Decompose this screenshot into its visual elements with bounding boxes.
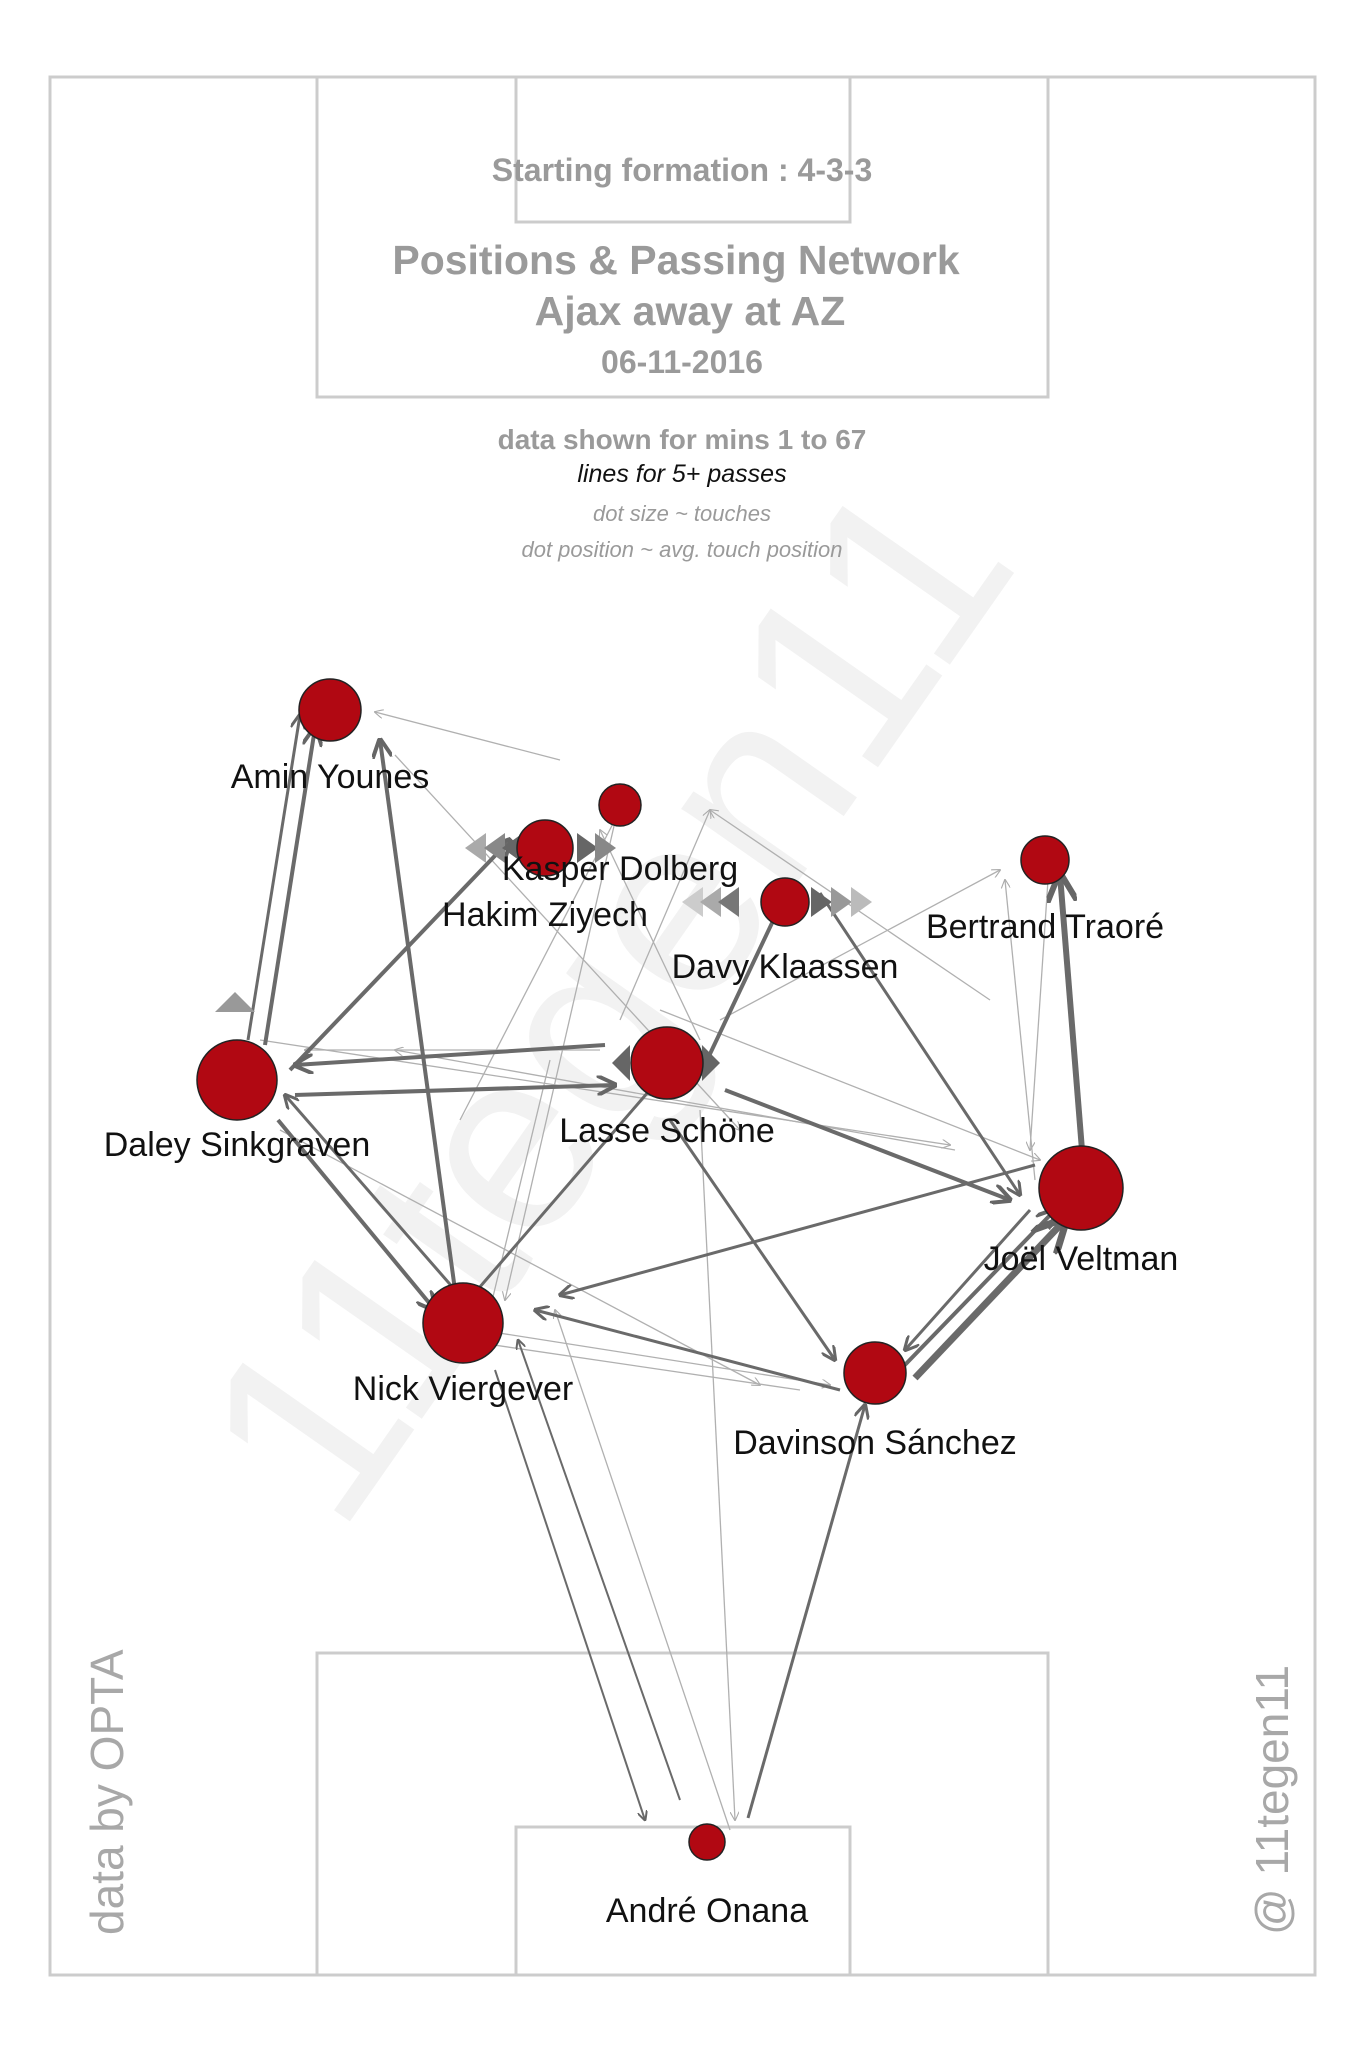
label-sanchez: Davinson Sánchez — [733, 1424, 1017, 1462]
watermark: 11tegen11 — [147, 428, 1068, 1570]
player-nodes — [196, 678, 1124, 1861]
label-sinkgraven: Daley Sinkgraven — [104, 1126, 370, 1164]
node-ziyech — [516, 819, 574, 877]
match-title: Ajax away at AZ — [534, 288, 846, 334]
dot-position-note: dot position ~ avg. touch position — [521, 537, 843, 562]
pitch-lines — [48, 75, 1317, 1977]
node-dolberg — [598, 783, 642, 827]
bottom-goal-box — [514, 1825, 852, 1977]
formation-text: Starting formation : 4-3-3 — [491, 152, 873, 188]
label-onana: André Onana — [606, 1892, 808, 1930]
node-viergever — [422, 1282, 504, 1364]
label-viergever: Nick Viergever — [353, 1370, 573, 1408]
node-schone — [630, 1026, 704, 1100]
node-sanchez — [843, 1341, 907, 1405]
label-traore: Bertrand Traoré — [926, 908, 1164, 946]
credit-author: @ 11tegen11 — [1246, 1664, 1298, 1935]
match-date: 06-11-2016 — [601, 344, 763, 380]
light-edges — [259, 712, 1051, 1831]
top-goal-box — [514, 75, 852, 224]
node-sinkgraven — [196, 1039, 278, 1121]
player-labels: Amin Younes Kasper Dolberg Hakim Ziyech … — [104, 758, 1179, 1930]
direction-triangles — [215, 833, 872, 1081]
lines-note: lines for 5+ passes — [577, 460, 787, 488]
dot-size-note: dot size ~ touches — [593, 501, 771, 526]
label-schone: Lasse Schöne — [559, 1112, 775, 1150]
label-ziyech: Hakim Ziyech — [442, 896, 648, 934]
label-veltman: Joël Veltman — [984, 1240, 1179, 1278]
page-title: Positions & Passing Network — [392, 237, 960, 283]
node-veltman — [1038, 1145, 1124, 1231]
label-younes: Amin Younes — [231, 758, 430, 796]
node-onana — [688, 1823, 726, 1861]
node-younes — [298, 678, 362, 742]
dark-edges — [246, 715, 1085, 1820]
credit-data-source: data by OPTA — [81, 1649, 133, 1935]
label-klaassen: Davy Klaassen — [672, 948, 899, 986]
node-klaassen — [760, 877, 810, 927]
node-traore — [1020, 835, 1070, 885]
minutes-note: data shown for mins 1 to 67 — [497, 424, 867, 455]
label-dolberg: Kasper Dolberg — [502, 850, 738, 888]
